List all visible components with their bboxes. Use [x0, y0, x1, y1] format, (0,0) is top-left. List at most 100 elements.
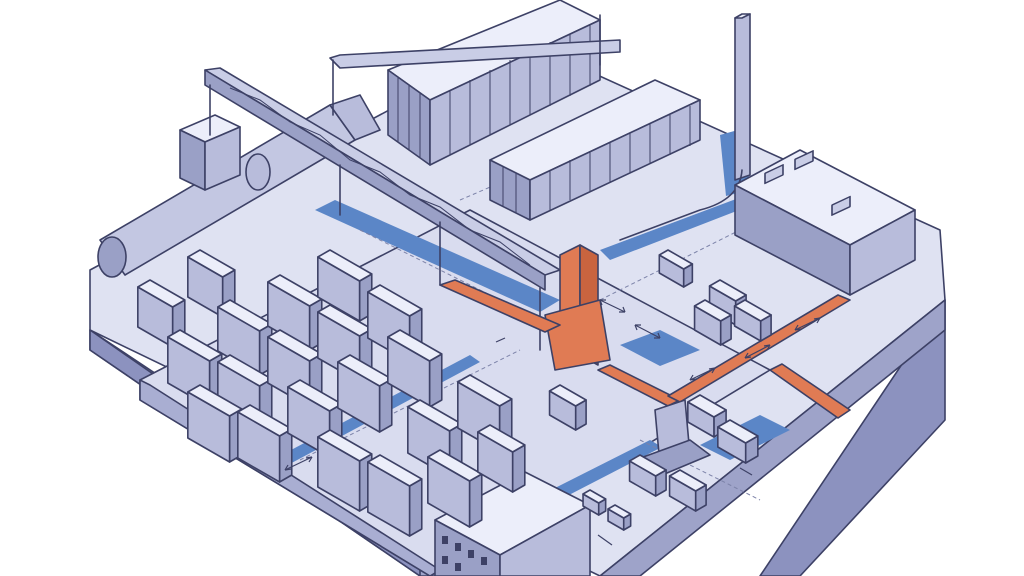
container-face — [387, 329, 443, 362]
gantry-rear-legs — [332, 14, 601, 116]
gantry-truss — [229, 87, 531, 266]
container-face — [317, 429, 373, 462]
container-face — [717, 419, 759, 444]
container-face — [428, 353, 443, 408]
stack-b-side — [529, 99, 701, 221]
double-arrow-icon — [739, 467, 753, 476]
container-stack-21 — [477, 424, 526, 493]
container-stack-11 — [187, 384, 243, 463]
conveyor-hopper — [544, 299, 611, 371]
conveyor-belt-left — [439, 279, 561, 333]
container-face — [367, 454, 423, 487]
container-face — [137, 279, 186, 308]
pipe-joint — [245, 153, 271, 191]
container-stack-17 — [367, 454, 423, 537]
pipe-end-cap — [97, 236, 127, 278]
conveyor-belt-right — [667, 294, 851, 403]
container-face — [511, 444, 526, 493]
gantry-rear-beam — [329, 39, 621, 69]
flow-arrows — [284, 299, 821, 546]
container-stack-12 — [237, 404, 293, 483]
double-arrow-icon — [689, 367, 716, 381]
platform-right-wall — [759, 299, 946, 576]
stack-b-ribs — [502, 106, 691, 213]
container-yard — [137, 249, 587, 537]
crate-stack-8 — [668, 469, 707, 512]
roof-vent-3 — [831, 195, 851, 216]
container-stack-14 — [337, 354, 393, 433]
container-face — [733, 299, 772, 322]
container-face — [187, 384, 243, 417]
lane-3 — [599, 199, 801, 301]
container-face — [427, 449, 483, 482]
container-face — [187, 249, 236, 278]
double-arrow-icon — [284, 456, 313, 471]
container-face — [687, 394, 727, 418]
road-segment-1 — [315, 200, 560, 312]
crate-stack-5 — [687, 394, 727, 438]
container-face — [267, 329, 323, 362]
container-face — [708, 279, 747, 302]
crate-stack-7 — [628, 454, 667, 497]
overhead-gantry — [204, 14, 621, 351]
container-face — [408, 478, 423, 537]
container-face — [367, 284, 423, 317]
container-face — [693, 299, 732, 322]
conveyor-system — [439, 244, 851, 419]
container-face — [217, 354, 273, 387]
crate-stack-3 — [733, 299, 772, 342]
road-segment-2 — [600, 190, 770, 260]
exhaust-stack — [619, 13, 751, 241]
container-face — [582, 489, 607, 504]
container-face — [548, 384, 587, 407]
container-face — [607, 504, 632, 519]
double-arrow-icon — [794, 317, 821, 331]
container-face — [457, 374, 513, 407]
crate-stack-9 — [582, 489, 607, 516]
container-face — [468, 473, 483, 528]
container-stack-20 — [427, 449, 483, 528]
dock-side — [849, 209, 916, 296]
container-face — [167, 329, 223, 362]
container-face — [628, 454, 667, 477]
loading-dock-building — [734, 149, 916, 296]
container-face — [378, 378, 393, 433]
pipe-upper — [329, 94, 381, 141]
main-pipeline — [97, 94, 381, 278]
container-stack-22 — [548, 384, 587, 431]
crate-stack-1 — [658, 249, 694, 288]
conveyor-belt-branch — [769, 363, 851, 419]
container-face — [317, 249, 373, 282]
double-arrow-icon — [597, 534, 613, 546]
chimney-elbow — [619, 169, 743, 241]
container-face — [407, 399, 463, 432]
container-face — [668, 469, 707, 492]
chimney-side — [734, 13, 751, 19]
double-arrow-icon — [744, 344, 771, 359]
container-face — [337, 354, 393, 387]
crate-stack-4 — [693, 299, 732, 346]
office-building — [434, 471, 591, 576]
container-face — [287, 379, 343, 412]
container-face — [278, 428, 293, 483]
container-face — [317, 304, 373, 337]
container-face — [217, 299, 273, 332]
chimney-front — [734, 13, 751, 181]
roof-vent-2 — [794, 150, 814, 171]
lane-1 — [359, 229, 561, 331]
crate-stack-6 — [717, 419, 759, 464]
double-arrow-icon — [495, 337, 506, 343]
crate-stack-10 — [607, 504, 632, 531]
pump-house-side — [204, 126, 241, 191]
container-face — [267, 274, 323, 307]
container-face — [237, 404, 293, 437]
container-face — [658, 249, 694, 270]
right-storage-stack — [489, 79, 701, 221]
crate-area — [582, 249, 772, 531]
office-side — [499, 504, 591, 576]
container-stack-15 — [387, 329, 443, 408]
gantry-beam-side — [204, 69, 546, 291]
double-arrow-icon — [599, 299, 626, 313]
roof-vent-1 — [764, 163, 784, 185]
